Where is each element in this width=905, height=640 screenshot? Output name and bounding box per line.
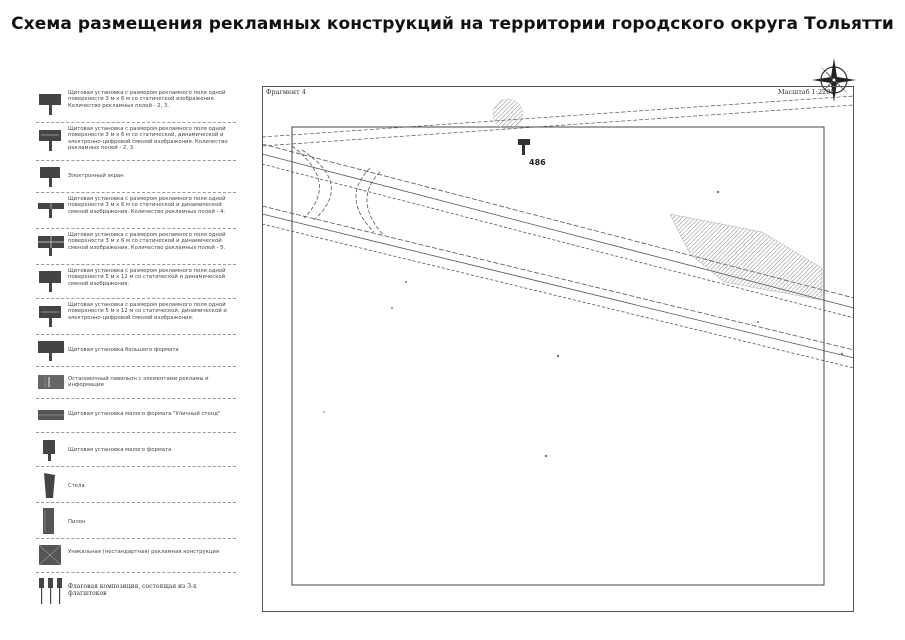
electronic-screen-icon: [36, 162, 66, 192]
legend-text: Щитовая установка с размером рекламного …: [68, 196, 226, 215]
fragment-label: Фрагмент 4: [266, 88, 306, 96]
upper-road: [262, 95, 854, 147]
legend-text: Пилон: [68, 519, 86, 525]
legend-item: Стела: [36, 468, 236, 503]
legend-item: Пилон: [36, 504, 236, 539]
legend-text: Щитовая установка с размером рекламного …: [68, 232, 226, 251]
stele-icon: [36, 468, 66, 502]
bus-stop-pavilion-icon: [36, 368, 66, 398]
billboard-5x12-dynamic-icon: [36, 300, 66, 334]
legend-text: Щитовая установка с размером рекламного …: [68, 126, 228, 152]
legend-text: Электронный экран: [68, 173, 124, 179]
map-canvas: [262, 95, 854, 586]
legend-text: Стела: [68, 483, 85, 489]
pylon-icon: [36, 504, 66, 538]
legend-item: Щитовая установка с размером рекламного …: [36, 194, 236, 229]
billboard-marker-label: 486: [529, 158, 546, 167]
legend-item: Щитовая установка с размером рекламного …: [36, 266, 236, 299]
compass-rose-icon: [812, 58, 856, 102]
main-road: [262, 143, 854, 369]
legend-text: Флаговая композиция, состоящая из 3-х фл…: [68, 583, 197, 597]
legend-item: Электронный экран: [36, 162, 236, 193]
page-title: Схема размещения рекламных конструкций н…: [11, 14, 894, 34]
legend-item: Щитовая установка малого формата "Уличны…: [36, 400, 236, 433]
legend-item: Щитовая установка малого формата: [36, 434, 236, 467]
billboard-3x6-dynamic-icon: [36, 124, 66, 160]
unique-construction-icon: [36, 540, 66, 572]
scale-label: Масштаб 1:2200: [778, 88, 835, 96]
billboard-3x6-four-fields-icon: [36, 194, 66, 228]
legend-text: Щитовая установка большого формата: [68, 347, 179, 353]
billboard-3x6-five-fields-icon: [36, 230, 66, 264]
legend-text: Остановочный павильон с элементами рекла…: [68, 376, 209, 389]
small-format-billboard-icon: [36, 434, 66, 466]
legend-text: Щитовая установка с размером рекламного …: [68, 302, 227, 321]
legend-item: Щитовая установка с размером рекламного …: [36, 300, 236, 335]
legend-item: Щитовая установка с размером рекламного …: [36, 230, 236, 265]
legend-text: Уникальная (нестандартная) рекламная кон…: [68, 549, 220, 555]
small-format-street-stand-icon: [36, 400, 66, 432]
inner-boundary: [291, 126, 825, 586]
legend-item: Щитовая установка с размером рекламного …: [36, 88, 236, 123]
hatched-zone: [669, 213, 823, 301]
legend-text: Щитовая установка с размером рекламного …: [68, 90, 226, 109]
legend-text: Щитовая установка малого формата: [68, 447, 172, 453]
legend-text: Щитовая установка с размером рекламного …: [68, 268, 226, 287]
large-format-billboard-icon: [36, 336, 66, 366]
billboard-3x6-static-icon: [36, 88, 66, 122]
billboard-marker: [518, 139, 530, 155]
flag-composition-icon: [36, 574, 66, 610]
interchange-loop: [291, 145, 385, 237]
legend-item: Уникальная (нестандартная) рекламная кон…: [36, 540, 236, 573]
map-details: [323, 190, 844, 458]
legend-item: Щитовая установка с размером рекламного …: [36, 124, 236, 161]
map-frame: [262, 86, 854, 612]
legend-item: Остановочный павильон с элементами рекла…: [36, 368, 236, 399]
billboard-5x12-static-icon: [36, 266, 66, 298]
legend-item: Флаговая композиция, состоящая из 3-х фл…: [36, 574, 236, 610]
legend-item: Щитовая установка большого формата: [36, 336, 236, 367]
legend-text: Щитовая установка малого формата "Уличны…: [68, 411, 221, 417]
top-hatched-circle: [492, 98, 524, 130]
